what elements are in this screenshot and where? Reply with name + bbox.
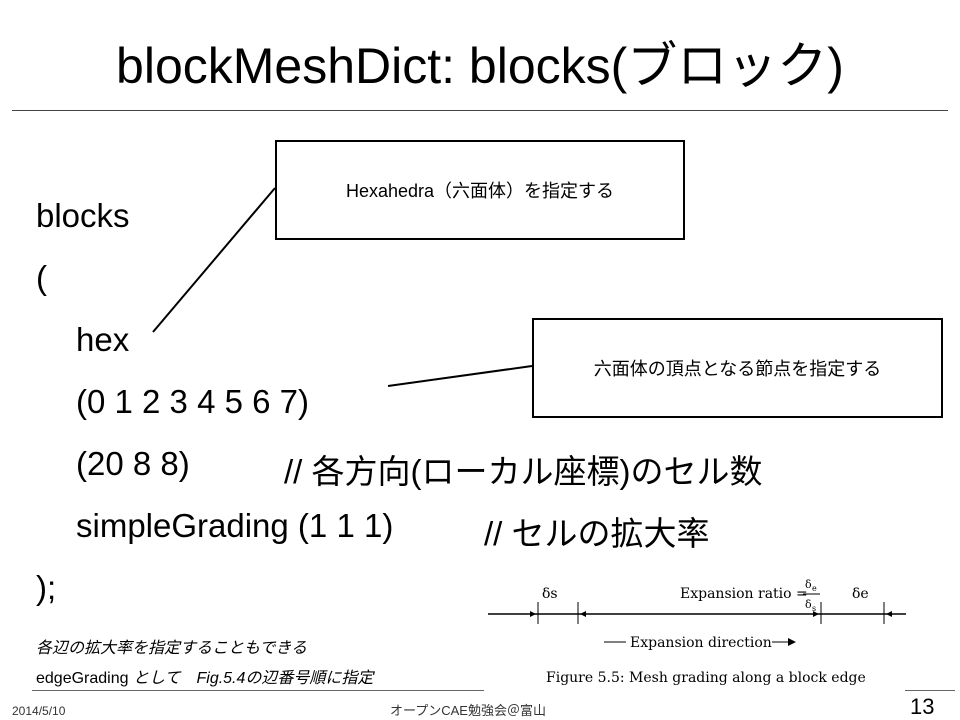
note-edge-grading-keyword: edgeGrading [36, 670, 129, 687]
title-divider [12, 110, 948, 111]
code-comment-cell-counts: // 各方向(ローカル座標)のセル数 [284, 453, 763, 490]
code-line-close: ); [36, 569, 57, 606]
code-line-vertices: (0 1 2 3 4 5 6 7) [76, 383, 309, 420]
figure-ratio-denominator: δ [805, 598, 812, 611]
note-edge-grading: 各辺の拡大率を指定することもできる [36, 640, 308, 657]
code-line-grading: simpleGrading (1 1 1) [76, 507, 394, 544]
expansion-figure: Expansion ratio = δ e δ s δs δe Expansio… [488, 578, 906, 686]
figure-delta-e: δe [852, 586, 869, 602]
code-line-hex: hex [76, 321, 130, 358]
slide-title: blockMeshDict: blocks(ブロック) [116, 38, 844, 94]
figure-direction-label: Expansion direction [630, 635, 772, 651]
figure-caption: Figure 5.5: Mesh grading along a block e… [546, 670, 866, 686]
leader-line-hexahedra [152, 187, 276, 333]
callout-hexahedra: Hexahedra（六面体）を指定する [275, 140, 685, 240]
svg-text:s: s [812, 604, 816, 613]
svg-text:e: e [812, 584, 817, 593]
footer-event: オープンCAE勉強会＠富山 [390, 703, 546, 718]
footer-date: 2014/5/10 [12, 704, 66, 718]
callout-hexahedra-text: Hexahedra（六面体）を指定する [345, 181, 615, 201]
figure-ratio-label: Expansion ratio = [680, 586, 808, 602]
callout-vertices: 六面体の頂点となる節点を指定する [532, 318, 943, 418]
figure-ratio-numerator: δ [805, 578, 812, 591]
figure-delta-s: δs [542, 586, 558, 602]
code-line-cell-counts: (20 8 8) [76, 445, 190, 482]
note-edge-grading-detail: edgeGrading として Fig.5.4の辺番号順に指定 [36, 664, 373, 688]
code-line-blocks: blocks [36, 197, 130, 234]
note-edge-grading-suffix: として Fig.5.4の辺番号順に指定 [132, 670, 374, 687]
code-line-open-paren: ( [36, 259, 47, 296]
bottom-divider [32, 690, 484, 691]
page-number: 13 [910, 694, 935, 719]
page-number-divider [905, 690, 955, 691]
leader-line-vertices [387, 365, 533, 387]
callout-vertices-text: 六面体の頂点となる節点を指定する [593, 359, 882, 379]
code-comment-grading: // セルの拡大率 [484, 515, 710, 552]
